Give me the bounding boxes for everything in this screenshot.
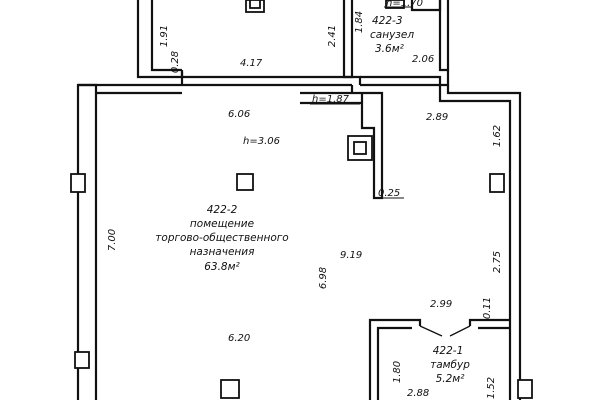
dimension-label: 1.91 (159, 25, 170, 47)
dimension-label: 0.25 (378, 188, 400, 199)
door-leaf-right (449, 325, 471, 337)
room-name-line1: помещение (190, 218, 254, 230)
dimension-label: 6.06 (228, 109, 250, 120)
dimensions-vertical: 1.91 0.28 2.41 1.84 1.62 7.00 6.98 2.75 … (107, 11, 503, 399)
dimension-label: 1.80 (392, 361, 403, 383)
dimension-label: 4.17 (240, 58, 263, 69)
room-vestibule-label: 422-1 тамбур 5.2м² (430, 345, 470, 385)
dimension-label: 2.89 (426, 112, 448, 123)
column-bottom (220, 379, 240, 399)
room-area: 3.6м² (375, 43, 405, 55)
room-number: 422-2 (207, 204, 238, 216)
wall-vestibule-top (368, 318, 422, 400)
dimension-label: 6.20 (228, 333, 250, 344)
dimension-label: 1.52 (486, 377, 497, 399)
dimension-label: 7.00 (107, 229, 118, 251)
dimension-label: 1.84 (354, 11, 365, 33)
dimension-label: 2.99 (430, 299, 452, 310)
dimension-label: 2.06 (412, 54, 434, 65)
wall-upper-left-inner (150, 0, 182, 72)
dimension-label: 9.19 (340, 250, 362, 261)
wall-vestibule-top-inner (376, 326, 412, 400)
dimension-label: 1.62 (492, 125, 503, 147)
dimension-label: 2.75 (492, 251, 503, 273)
room-name: санузел (370, 29, 414, 41)
partition-wall (300, 91, 384, 200)
dimensions-horizontal: 4.17 6.06 2.06 2.89 9.19 2.99 6.20 2.88 … (228, 54, 452, 399)
dimension-label: 2.41 (327, 25, 338, 47)
height-main: h=3.06 (243, 136, 280, 147)
wall-toilet-bottom (360, 70, 450, 87)
height-toilet: h=1.70 (386, 0, 423, 9)
room-number: 422-1 (433, 345, 464, 357)
dimension-label: 0.11 (482, 297, 493, 319)
column-top-inner (249, 0, 261, 9)
dimension-label: 0.28 (170, 51, 181, 73)
column-left-bottom (74, 351, 90, 369)
dimension-label: 2.88 (407, 388, 429, 399)
wall-toilet-left (342, 0, 354, 79)
wall-right-upper (446, 85, 522, 400)
door-leaf-left (419, 325, 443, 337)
wall-right-upper-inner (438, 85, 512, 320)
wall-vestibule-top-right (468, 318, 510, 326)
walls (76, 0, 522, 400)
wall-top-middle (180, 70, 362, 85)
column-center (236, 173, 254, 191)
column-toilet-top (385, 0, 405, 9)
room-name-line2: торгово-общественного (155, 232, 288, 244)
room-main-label: 422-2 помещение торгово-общественного на… (155, 204, 288, 273)
column-partition-inner (353, 141, 367, 155)
room-area: 63.8м² (204, 261, 240, 273)
height-partition: h=1.87 (312, 94, 350, 105)
dimension-label: 6.98 (318, 267, 329, 289)
room-number: 422-3 (372, 15, 403, 27)
column-left (70, 173, 86, 193)
columns (70, 0, 533, 399)
room-name: тамбур (430, 359, 470, 371)
room-area: 5.2м² (436, 373, 466, 385)
column-right (489, 173, 505, 193)
room-toilet-label: 422-3 санузел 3.6м² (370, 15, 414, 55)
wall-toilet-right-vert (438, 0, 450, 72)
room-name-line3: назначения (190, 246, 255, 258)
column-right-bottom (517, 379, 533, 399)
